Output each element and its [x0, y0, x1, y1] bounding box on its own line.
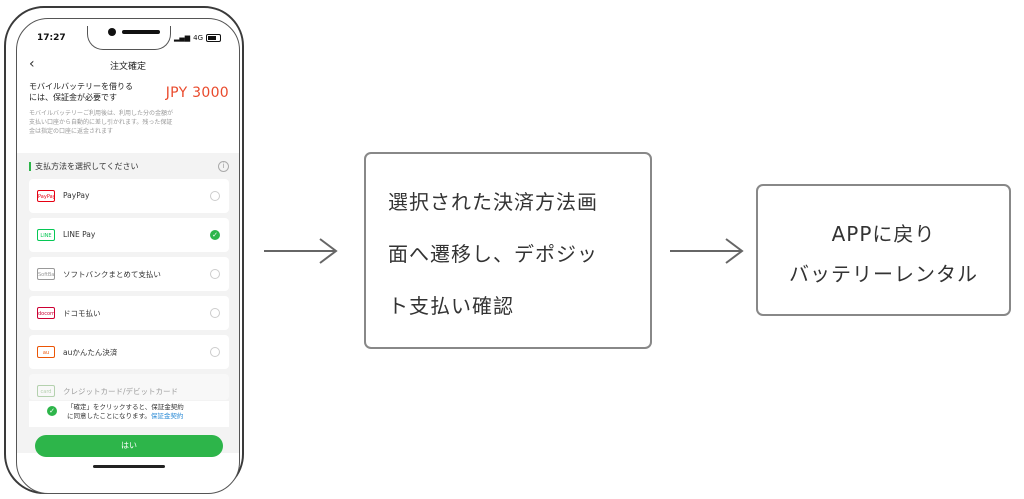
step-2-line: バッテリーレンタル: [789, 262, 978, 286]
phone-screen: 17:27 ▂▄▆ 4G ‹ 注文確定 モバイルバッテリーを借りる には、保証金…: [16, 18, 240, 494]
deposit-note-line: モバイルバッテリーご利用後は、利用した分の金額が: [29, 110, 174, 117]
payment-label: クレジットカード/デビットカード: [63, 387, 179, 396]
step-1-line: 面へ遷移し、デポジッ: [388, 242, 598, 266]
payment-logo-icon: SoftBank: [37, 268, 55, 280]
phone-notch: [87, 26, 171, 50]
payment-label: PayPay: [63, 191, 90, 200]
confirm-button[interactable]: はい: [35, 435, 223, 457]
deposit-note: モバイルバッテリーご利用後は、利用した分の金額が 支払い口座から自動的に差し引か…: [29, 109, 229, 136]
speaker-icon: [122, 30, 160, 34]
deposit-contract-link[interactable]: 保証金契約: [150, 412, 184, 420]
agreement-text-line: に同意したことになります。保証金契約: [67, 412, 227, 421]
payment-logo-icon: LINE Pay: [37, 229, 55, 241]
payment-label: LINE Pay: [63, 230, 96, 239]
camera-icon: [108, 28, 116, 36]
agreement-text-line: 「確定」をクリックすると、保証金契約: [67, 403, 184, 411]
payment-logo-icon: docomo: [37, 307, 55, 319]
step-1-line: ト支払い確認: [388, 294, 514, 318]
step-1-line: 選択された決済方法画: [388, 190, 598, 214]
back-chevron-icon[interactable]: ‹: [29, 56, 35, 72]
payment-label: auかんたん決済: [63, 348, 118, 357]
radio-checked-icon[interactable]: ✓: [210, 230, 220, 240]
payment-option[interactable]: LINE Pay LINE Pay ✓: [29, 218, 229, 252]
payment-option[interactable]: au auかんたん決済: [29, 335, 229, 369]
agreement-row: ✓ 「確定」をクリックすると、保証金契約 に同意したことになります。保証金契約: [29, 401, 229, 427]
deposit-text: モバイルバッテリーを借りる には、保証金が必要です: [29, 81, 149, 103]
status-time: 17:27: [37, 33, 66, 43]
flow-arrow-2: [670, 238, 744, 264]
payment-option[interactable]: SoftBank ソフトバンクまとめて支払い: [29, 257, 229, 291]
payment-option[interactable]: PayPay PayPay: [29, 179, 229, 213]
payment-label: ドコモ払い: [63, 309, 101, 318]
payment-option[interactable]: docomo ドコモ払い: [29, 296, 229, 330]
flow-step-2: APPに戻り バッテリーレンタル: [756, 184, 1011, 316]
agreement-text: 「確定」をクリックすると、保証金契約 に同意したことになります。保証金契約: [67, 403, 227, 421]
network-label: 4G: [193, 34, 203, 42]
radio-unchecked-icon[interactable]: [210, 269, 220, 279]
radio-unchecked-icon[interactable]: [210, 191, 220, 201]
deposit-note-line: 支払い口座から自動的に差し引かれます。残った保証: [29, 119, 173, 126]
section-title: 支払方法を選択してください: [35, 162, 139, 171]
radio-unchecked-icon[interactable]: [210, 308, 220, 318]
battery-icon: [206, 34, 221, 42]
payment-logo-icon: PayPay: [37, 190, 55, 202]
status-indicators: ▂▄▆ 4G: [174, 34, 221, 42]
page-title: 注文確定: [109, 62, 146, 72]
signal-icon: ▂▄▆: [173, 34, 191, 42]
deposit-text-line: には、保証金が必要です: [29, 93, 117, 102]
section-accent-bar: [29, 162, 31, 171]
info-icon[interactable]: i: [218, 161, 229, 172]
flow-arrow-1: [264, 238, 338, 264]
agreement-text-part: に同意したことになります。: [67, 412, 151, 420]
flow-step-1: 選択された決済方法画 面へ遷移し、デポジッ ト支払い確認: [364, 152, 652, 349]
payment-logo-icon: au: [37, 346, 55, 358]
step-2-line: APPに戻り: [831, 222, 936, 246]
check-circle-icon[interactable]: ✓: [47, 406, 57, 416]
deposit-amount: JPY 3000: [165, 85, 229, 101]
section-header: 支払方法を選択してください i: [29, 161, 229, 173]
nav-bar: ‹ 注文確定: [17, 53, 239, 77]
payment-logo-icon: card: [37, 385, 55, 397]
deposit-note-line: 金は指定の口座に返金されます: [29, 128, 114, 135]
payment-label: ソフトバンクまとめて支払い: [63, 270, 161, 279]
deposit-text-line: モバイルバッテリーを借りる: [29, 82, 133, 91]
home-indicator: [93, 465, 165, 468]
payment-option[interactable]: card クレジットカード/デビットカード: [29, 374, 229, 400]
radio-unchecked-icon[interactable]: [210, 347, 220, 357]
